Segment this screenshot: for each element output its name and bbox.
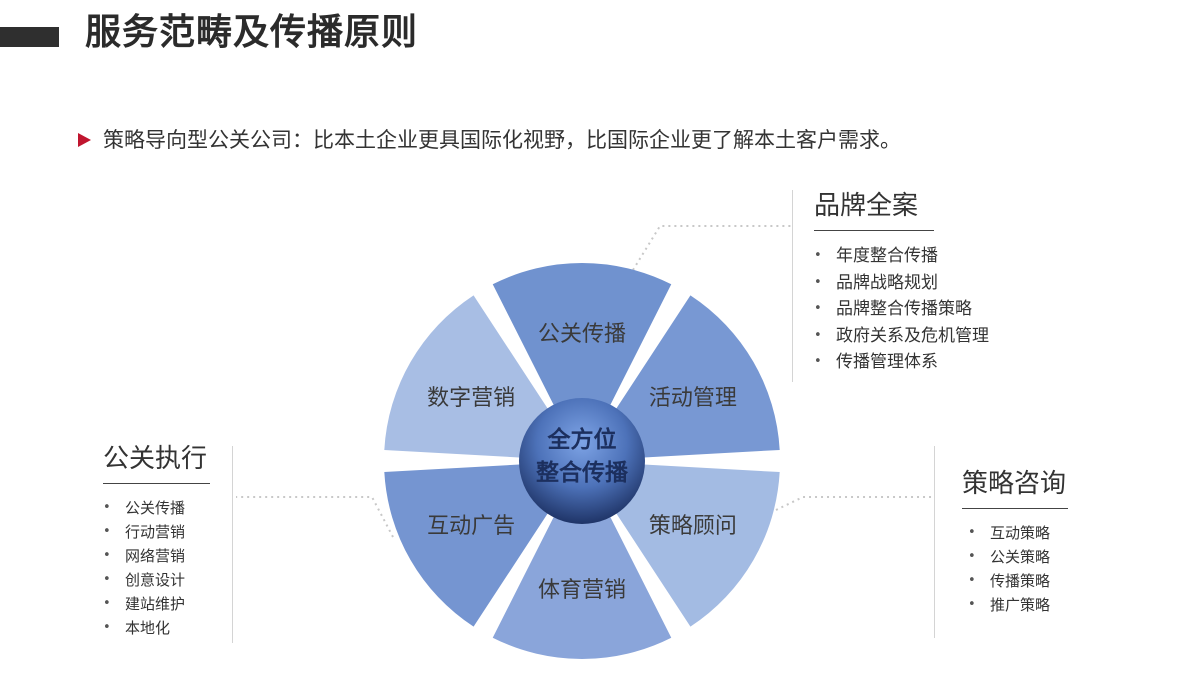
- list-item: 传播管理体系: [814, 349, 1034, 376]
- segment-strategy: [595, 462, 780, 627]
- list-item: 政府关系及危机管理: [814, 323, 1034, 350]
- brand-item-list: 年度整合传播 品牌战略规划 品牌整合传播策略 政府关系及危机管理 传播管理体系: [814, 243, 1034, 376]
- strategy-item-list: 互动策略 公关策略 传播策略 推广策略: [968, 521, 1102, 617]
- strategy-callout: 策略咨询 互动策略 公关策略 传播策略 推广策略: [962, 466, 1102, 617]
- list-item: 品牌整合传播策略: [814, 296, 1034, 323]
- execution-callout: 公关执行 公关传播 行动营销 网络营销 创意设计 建站维护 本地化: [103, 441, 233, 640]
- tagline-triangle-icon: [78, 133, 91, 147]
- brand-title-underline: [814, 230, 934, 231]
- list-item: 年度整合传播: [814, 243, 1034, 270]
- execution-title-underline: [103, 483, 210, 484]
- strategy-callout-title: 策略咨询: [962, 469, 1067, 499]
- brand-callout: 品牌全案 年度整合传播 品牌战略规划 品牌整合传播策略 政府关系及危机管理 传播…: [814, 188, 1034, 376]
- brand-connector-line: [632, 225, 792, 271]
- segment-sports: [492, 482, 672, 660]
- segment-pr: [492, 263, 672, 440]
- list-item: 网络营销: [103, 544, 233, 568]
- segment-strategy-label: 策略顾问: [649, 514, 737, 539]
- strategy-title-underline: [962, 508, 1068, 509]
- tagline: 策略导向型公关公司：比本土企业更具国际化视野，比国际企业更了解本土客户需求。: [103, 128, 901, 152]
- brand-callout-title: 品牌全案: [814, 191, 919, 221]
- segment-sports-label: 体育营销: [538, 578, 626, 603]
- page-title: 服务范畴及传播原则: [85, 12, 419, 53]
- wheel-hub: [519, 398, 645, 524]
- hub-label-line1: 全方位: [547, 426, 617, 453]
- strategy-divider: [934, 446, 935, 638]
- list-item: 公关传播: [103, 496, 233, 520]
- list-item: 创意设计: [103, 568, 233, 592]
- list-item: 建站维护: [103, 592, 233, 616]
- list-item: 品牌战略规划: [814, 270, 1034, 297]
- list-item: 推广策略: [968, 593, 1102, 617]
- list-item: 本地化: [103, 616, 233, 640]
- title-accent-bar: [0, 27, 59, 47]
- segment-events: [595, 295, 780, 460]
- segment-pr-label: 公关传播: [538, 322, 626, 347]
- list-item: 公关策略: [968, 545, 1102, 569]
- segment-events-label: 活动管理: [649, 386, 737, 411]
- segment-interactive-label: 互动广告: [427, 514, 515, 539]
- execution-item-list: 公关传播 行动营销 网络营销 创意设计 建站维护 本地化: [103, 496, 233, 640]
- segment-interactive: [384, 462, 569, 627]
- segment-digital-label: 数字营销: [427, 386, 515, 411]
- segment-digital: [384, 295, 569, 460]
- execution-connector-line: [236, 496, 394, 538]
- list-item: 传播策略: [968, 569, 1102, 593]
- strategy-connector-line: [775, 496, 934, 511]
- hub-label-line2: 整合传播: [536, 459, 629, 486]
- list-item: 互动策略: [968, 521, 1102, 545]
- execution-callout-title: 公关执行: [103, 444, 208, 474]
- list-item: 行动营销: [103, 520, 233, 544]
- brand-divider: [792, 190, 793, 382]
